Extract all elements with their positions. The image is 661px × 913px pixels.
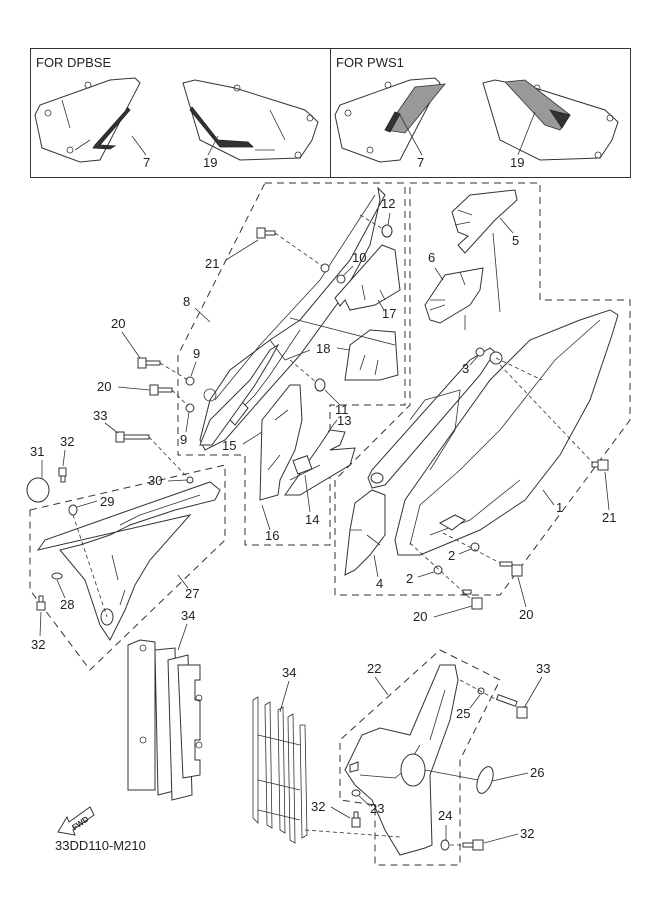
part-21-bolt <box>256 227 326 269</box>
callout-31: 31 <box>30 444 44 459</box>
callout-13: 13 <box>337 413 351 428</box>
group-boundary-1 <box>334 182 631 596</box>
part-side-cover-1 <box>394 309 619 556</box>
part-12-grommet <box>359 214 393 238</box>
part-3-collar <box>475 347 485 357</box>
callout-18: 18 <box>316 341 330 356</box>
part-18-graphic <box>289 317 399 381</box>
part-32-bolt <box>351 811 361 828</box>
callout-7: 7 <box>417 155 424 170</box>
part-32-bolt <box>462 839 484 851</box>
part-34-radiator-grille <box>252 696 308 844</box>
callout-27: 27 <box>185 586 199 601</box>
callout-30: 30 <box>148 473 162 488</box>
callout-32: 32 <box>31 637 45 652</box>
part-20-bolt <box>149 384 189 407</box>
part-15-side-cover <box>199 343 280 446</box>
part-20-bolt <box>409 542 483 610</box>
fwd-arrow-icon: FWD <box>57 806 95 836</box>
part-23-collar <box>351 789 361 797</box>
callout-26: 26 <box>530 765 544 780</box>
callout-15: 15 <box>222 438 236 453</box>
part-20-bolt <box>442 532 523 577</box>
callout-1: 1 <box>556 500 563 515</box>
part-21-bolt <box>499 364 609 471</box>
callout-21: 21 <box>205 256 219 271</box>
part-34-radiator-guard-solid <box>127 639 203 801</box>
callout-34: 34 <box>181 608 195 623</box>
callout-33: 33 <box>536 661 550 676</box>
part-26-cap <box>476 766 494 794</box>
callout-2: 2 <box>448 548 455 563</box>
callout-34: 34 <box>282 665 296 680</box>
part-11-grommet <box>289 359 326 392</box>
part-5-graphic <box>451 189 518 254</box>
callout-25: 25 <box>456 706 470 721</box>
part-2-washer <box>433 565 443 575</box>
inset-pws1-right-cover <box>482 79 619 161</box>
callout-10: 10 <box>352 250 366 265</box>
callout-20: 20 <box>519 607 533 622</box>
part-cover-22 <box>344 664 459 856</box>
callout-7: 7 <box>143 155 150 170</box>
group-boundary-22 <box>339 649 501 866</box>
callout-14: 14 <box>305 512 319 527</box>
callout-8: 8 <box>183 294 190 309</box>
callout-29: 29 <box>100 494 114 509</box>
part-collar <box>320 263 330 273</box>
inset-dpbse-right-cover <box>182 79 319 161</box>
callout-5: 5 <box>512 233 519 248</box>
diagram-code: 33DD110-M210 <box>55 838 146 853</box>
part-29-grommet <box>68 504 78 516</box>
callout-19: 19 <box>203 155 217 170</box>
part-33-bolt <box>495 694 528 719</box>
part-16-graphic <box>259 384 303 501</box>
part-14-graphic <box>292 455 313 475</box>
callout-3: 3 <box>462 361 469 376</box>
part-17-graphic <box>334 244 401 311</box>
callout-9: 9 <box>180 432 187 447</box>
callout-24: 24 <box>438 808 452 823</box>
callout-16: 16 <box>265 528 279 543</box>
part-9-washer <box>185 376 195 386</box>
part-13-graphic <box>284 429 356 496</box>
part-32-bolt <box>36 595 46 611</box>
callout-12: 12 <box>381 196 395 211</box>
callout-33: 33 <box>93 408 107 423</box>
part-4-graphic <box>344 489 386 576</box>
callout-4: 4 <box>376 576 383 591</box>
callout-19: 19 <box>510 155 524 170</box>
inset-title: FOR PWS1 <box>336 55 404 70</box>
inset-dpbse-left-cover <box>34 77 141 163</box>
callout-11: 11 <box>335 402 349 417</box>
inset-title: FOR DPBSE <box>36 55 112 70</box>
part-31-cap <box>26 477 50 503</box>
callout-32: 32 <box>311 799 325 814</box>
callout-21: 21 <box>602 510 616 525</box>
callout-2: 2 <box>406 571 413 586</box>
group-boundary-8 <box>177 182 406 546</box>
callout-22: 22 <box>367 661 381 676</box>
callout-28: 28 <box>60 597 74 612</box>
part-32-bolt <box>58 467 67 483</box>
part-10-washer <box>336 274 346 284</box>
part-20-bolt <box>137 357 189 381</box>
callout-20: 20 <box>413 609 427 624</box>
inset-pws1-left-cover <box>334 77 446 163</box>
part-24-collar <box>440 839 450 851</box>
callout-6: 6 <box>428 250 435 265</box>
part-6-graphic <box>424 267 484 324</box>
part-2-washer <box>470 542 480 552</box>
callout-20: 20 <box>97 379 111 394</box>
part-28-collar <box>51 572 63 580</box>
part-33-bolt <box>115 431 189 479</box>
callout-20: 20 <box>111 316 125 331</box>
callout-32: 32 <box>520 826 534 841</box>
callout-23: 23 <box>370 801 384 816</box>
callout-32: 32 <box>60 434 74 449</box>
callout-17: 17 <box>382 306 396 321</box>
callout-9: 9 <box>193 346 200 361</box>
